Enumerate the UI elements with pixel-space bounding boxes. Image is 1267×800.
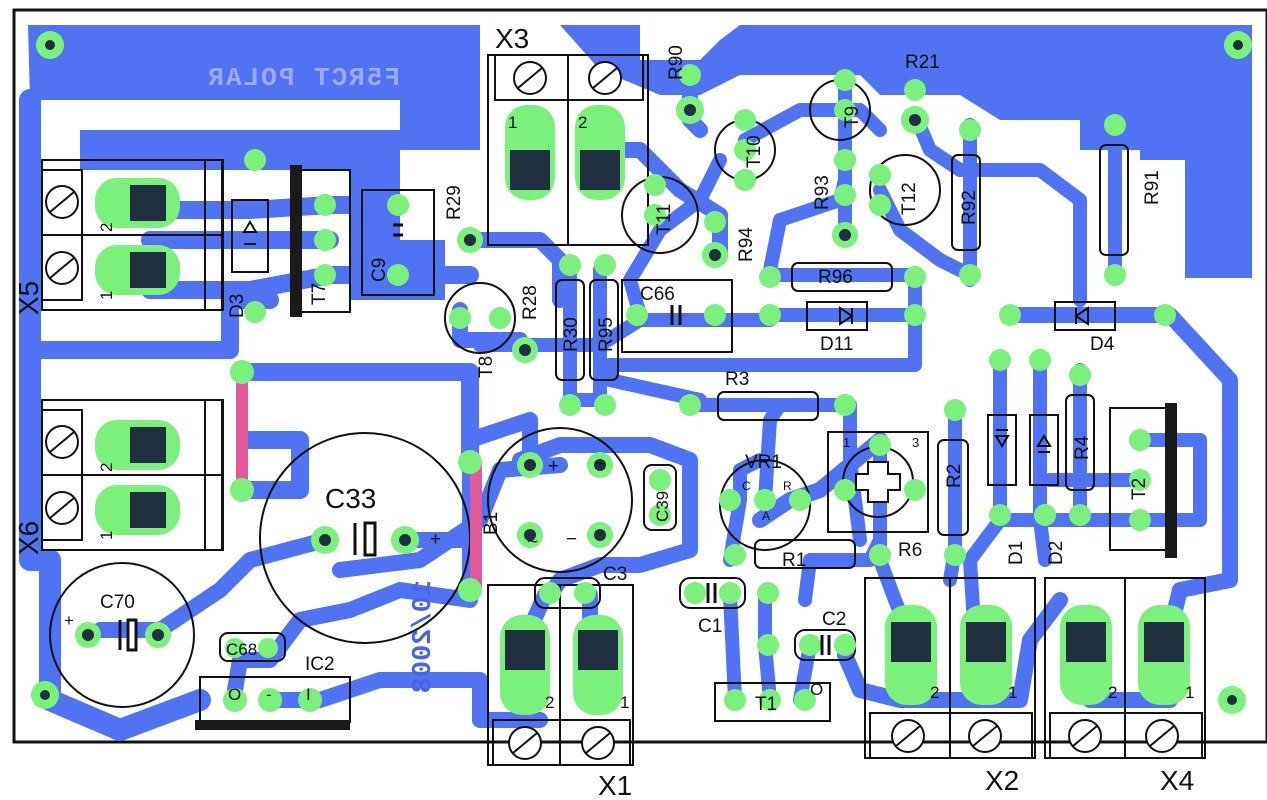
t1-o-mark: O (810, 680, 823, 699)
c39-label: C39 (653, 491, 672, 522)
vr1-r: R (783, 479, 792, 493)
jumper-wires (236, 370, 482, 590)
r2-label: R2 (944, 464, 965, 488)
t9-label: T9 (842, 106, 863, 128)
x5-label: X5 (13, 281, 44, 315)
component-outlines (49, 79, 1176, 723)
x2-label: X2 (985, 765, 1019, 796)
t1-label: T1 (755, 694, 777, 715)
c33-plus: + (430, 529, 441, 550)
r3-label: R3 (725, 369, 749, 390)
x3-pin-b: 2 (578, 113, 587, 132)
vr1-c: C (742, 479, 751, 493)
bridge-plus: + (548, 456, 559, 477)
t10-label: T10 (744, 135, 765, 168)
silk-labels: X3 X1 X2 X4 X5 X6 1 2 2 1 2 1 2 1 2 1 2 … (13, 23, 1194, 800)
d1-label: D1 (1006, 541, 1027, 565)
x5-pin-a: 2 (97, 223, 116, 232)
r30-label: R30 (561, 317, 582, 352)
capacitor-symbols (118, 223, 831, 655)
d3-label: D3 (227, 294, 248, 318)
r92-label: R92 (959, 190, 980, 225)
x4-label: X4 (1160, 765, 1194, 796)
x2-pin-a: 2 (930, 683, 939, 702)
r4-label: R4 (1072, 435, 1093, 460)
r93-label: R93 (812, 175, 833, 210)
c2-label: C2 (822, 609, 846, 630)
heatsink-tabs (195, 165, 1177, 730)
c68-label: C68 (226, 640, 257, 659)
ic2-label: IC2 (305, 654, 335, 675)
d11-label: D11 (820, 334, 853, 355)
c66-label: C66 (640, 284, 675, 305)
r6-label: R6 (898, 540, 922, 561)
vr1-label: VR1 (745, 452, 782, 473)
r90-label: R90 (666, 45, 687, 80)
diode-symbols (242, 220, 1089, 453)
t2-label: T2 (1129, 478, 1150, 500)
trimmer-pin3: 3 (912, 435, 919, 450)
bridge-ac-2: ~ (527, 532, 538, 553)
bridge-minus: − (566, 529, 577, 550)
c70-label: C70 (100, 592, 135, 613)
x6-pin-a: 2 (97, 463, 116, 472)
x4-pin-a: 2 (1108, 683, 1117, 702)
x1-pin-a: 2 (545, 693, 554, 712)
x4-pin-b: 1 (1185, 683, 1194, 702)
b1-label: B1 (481, 512, 502, 535)
r1-label: R1 (782, 550, 806, 571)
c33-label: C33 (325, 483, 376, 514)
x1-pin-b: 1 (620, 693, 629, 712)
t11-label: T11 (654, 204, 675, 235)
connector-pads (95, 105, 1190, 715)
connector-bodies (41, 54, 1206, 766)
r94-label: R94 (736, 227, 757, 262)
x3-pin-a: 1 (508, 113, 517, 132)
board-date: 10/2008 (409, 580, 439, 693)
r29-label: R29 (444, 185, 465, 220)
trimmer-pin1: 1 (843, 435, 850, 450)
ic2-pin-minus: - (266, 685, 272, 704)
t12-label: T12 (899, 182, 920, 215)
bridge-ac-1: ~ (595, 454, 606, 475)
x1-label: X1 (598, 770, 632, 800)
d2-label: D2 (1046, 541, 1067, 565)
x2-pin-b: 1 (1008, 683, 1017, 702)
through-hole-pads (31, 31, 1252, 714)
d4-label: D4 (1090, 334, 1115, 355)
c1-label: C1 (698, 616, 722, 637)
x6-pin-b: 1 (97, 531, 116, 540)
ic2-pin-o: O (228, 685, 241, 704)
screw-terminals (45, 61, 1179, 760)
x6-label: X6 (13, 521, 44, 555)
r28-label: R28 (520, 285, 541, 320)
r91-label: R91 (1142, 170, 1163, 205)
board-title: F5RCT POLAR (206, 63, 400, 93)
x5-pin-b: 1 (97, 291, 116, 300)
t8-label: T8 (476, 356, 497, 378)
ic2-pin-i: I (306, 685, 311, 704)
x3-label: X3 (495, 23, 529, 54)
r95-label: R95 (596, 317, 617, 352)
vr1-a: A (762, 509, 770, 523)
r21-label: R21 (905, 52, 940, 73)
t7-label: T7 (309, 283, 330, 305)
c70-plus: + (64, 611, 74, 630)
c9-label: C9 (369, 258, 390, 282)
trimmer-cross (855, 461, 901, 503)
r96-label: R96 (818, 267, 853, 288)
c3-label: C3 (603, 564, 627, 585)
